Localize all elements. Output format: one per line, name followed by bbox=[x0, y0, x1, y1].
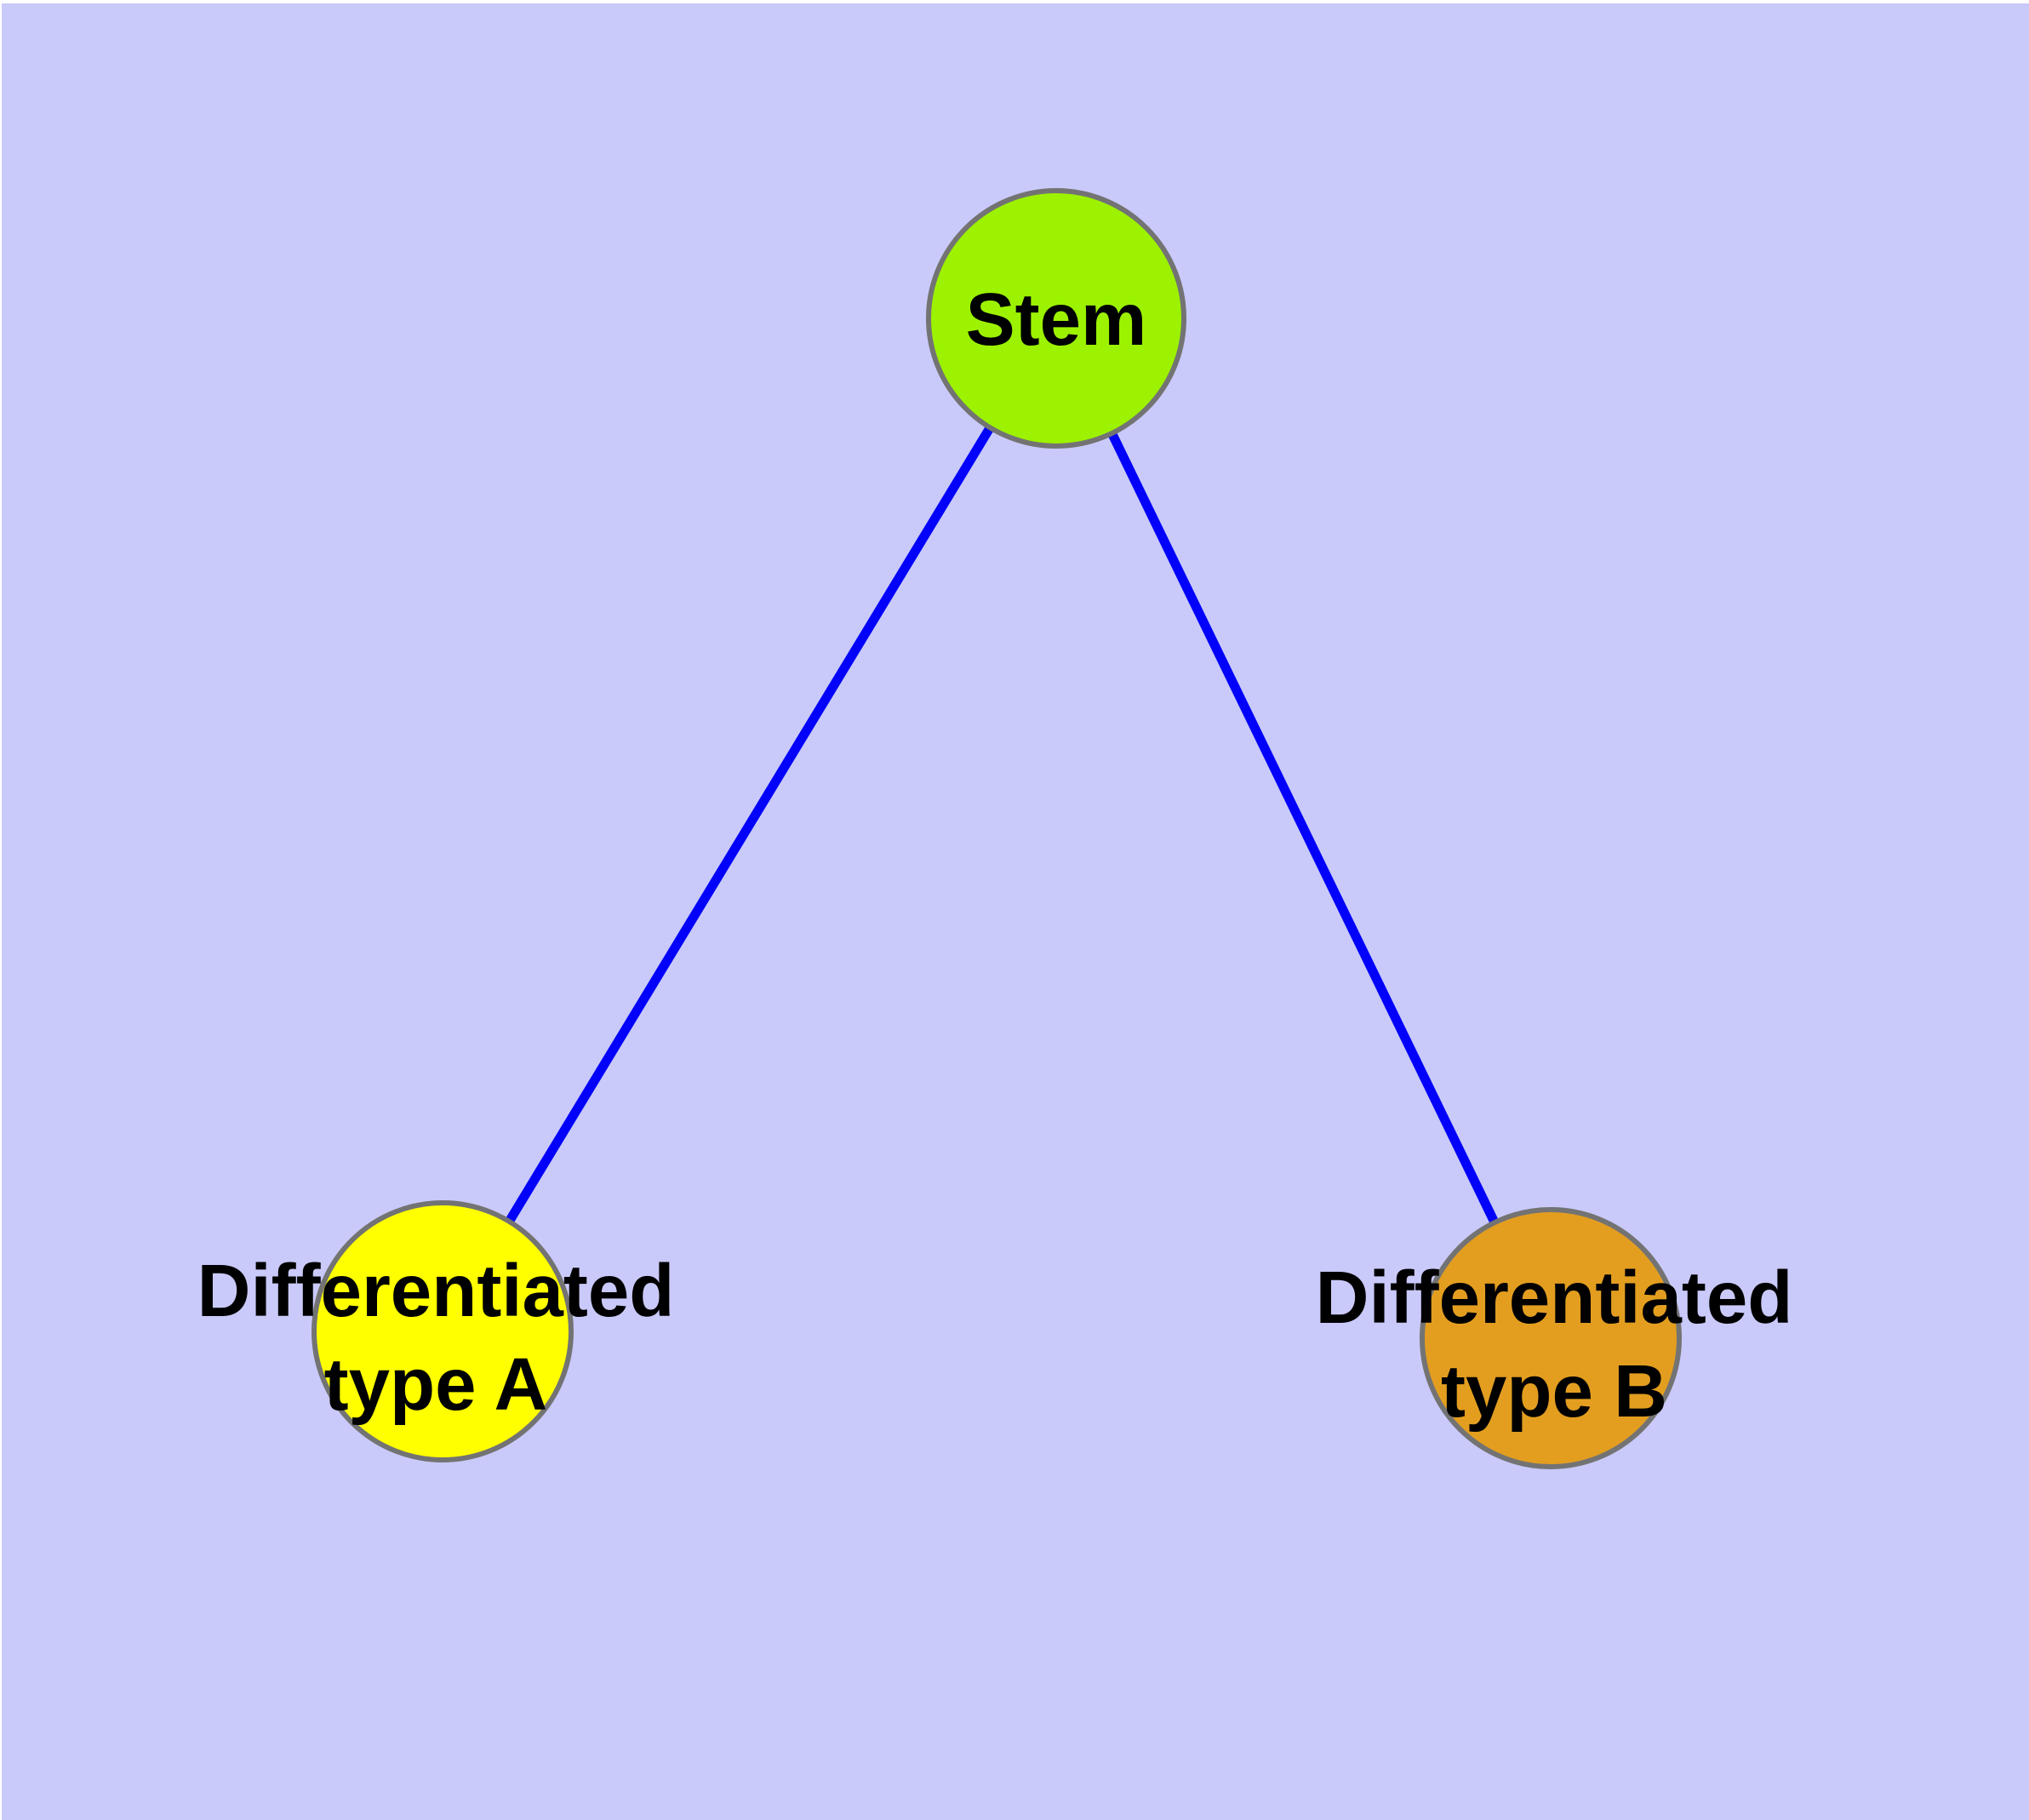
node-type-a-circle bbox=[311, 1200, 574, 1462]
node-type-b-circle bbox=[1420, 1207, 1682, 1469]
diagram-canvas: Stem Differentiated type A Differentiate… bbox=[2, 3, 2029, 1820]
graph-svg bbox=[311, 188, 1682, 1469]
edge-stem-to-type-a bbox=[438, 316, 1060, 1334]
edge-stem-to-type-b bbox=[1052, 316, 1555, 1341]
node-stem-circle bbox=[926, 188, 1186, 449]
